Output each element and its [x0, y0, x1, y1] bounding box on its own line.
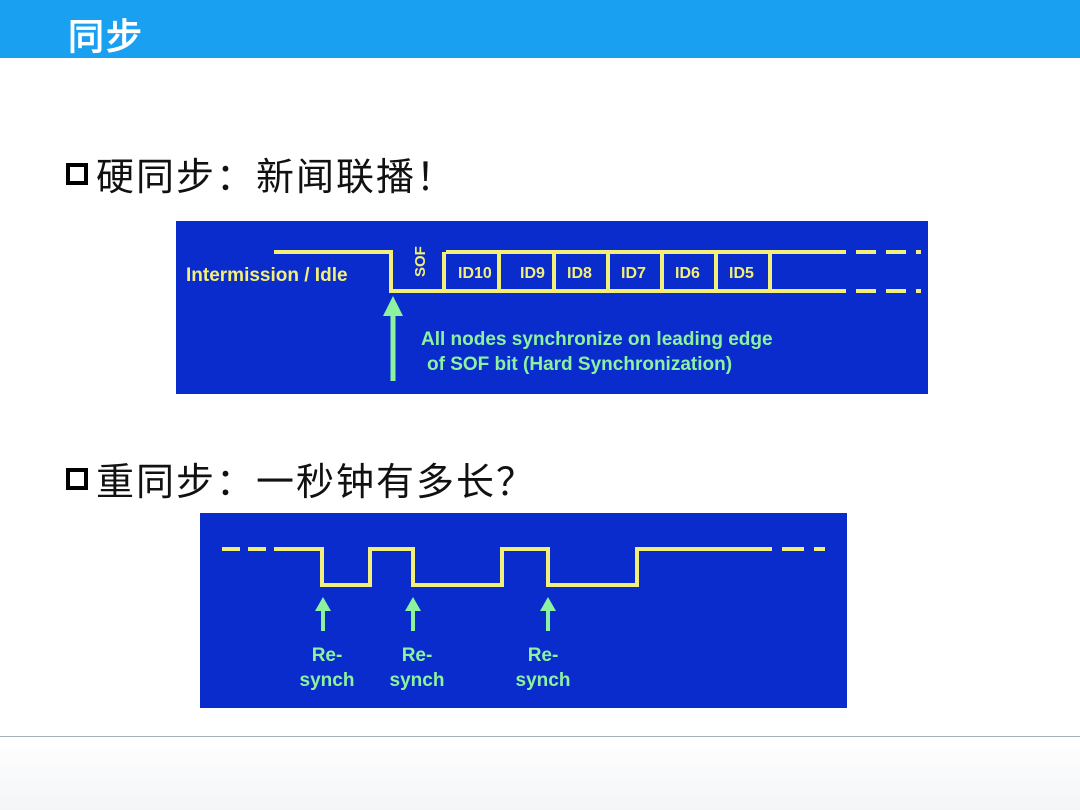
- bullet-text-resync: 重同步：一秒钟有多长？: [96, 460, 537, 504]
- hard-sync-arrow-icon: [383, 296, 403, 381]
- id-field-label: ID7: [621, 265, 646, 282]
- caption-line-2: of SOF bit (Hard Synchronization): [427, 354, 732, 375]
- hard-sync-svg: Intermission / Idle SOF ID10 ID9 ID8 ID7…: [186, 246, 921, 381]
- id-field-label: ID6: [675, 265, 700, 282]
- footer-divider: [0, 736, 1080, 737]
- square-bullet-icon: [66, 162, 88, 185]
- resync-diagram: Re- synch Re- synch Re- synch: [200, 513, 847, 708]
- bullet-resync: 重同步：一秒钟有多长？: [66, 451, 536, 506]
- resync-arrow-icon: [315, 597, 331, 631]
- slide-title: 同步: [68, 17, 145, 58]
- id-field-label: ID9: [520, 265, 545, 282]
- square-bullet-icon: [66, 467, 88, 490]
- resync-signal-line: [278, 547, 750, 587]
- id-field-label: ID5: [729, 265, 754, 282]
- sof-label: SOF: [412, 246, 429, 277]
- resync-svg: Re- synch Re- synch Re- synch: [222, 547, 825, 691]
- resync-label-line2: synch: [390, 670, 445, 691]
- resync-label-line2: synch: [300, 670, 355, 691]
- resync-label-line1: Re-: [312, 645, 343, 666]
- hard-sync-diagram: Intermission / Idle SOF ID10 ID9 ID8 ID7…: [176, 221, 928, 394]
- resync-label-line1: Re-: [402, 645, 433, 666]
- id-field-label: ID10: [458, 265, 492, 282]
- resync-label-line2: synch: [516, 670, 571, 691]
- resync-arrow-icon: [405, 597, 421, 631]
- footer-area: [0, 737, 1080, 810]
- resync-arrow-icon: [540, 597, 556, 631]
- id-field-label: ID8: [567, 265, 592, 282]
- title-bar: 同步: [0, 0, 1080, 58]
- resync-label-line1: Re-: [528, 645, 559, 666]
- bullet-text-hard-sync: 硬同步：新闻联播！: [96, 155, 457, 199]
- idle-signal-line: [274, 250, 441, 293]
- bullet-hard-sync: 硬同步：新闻联播！: [66, 146, 456, 201]
- idle-label: Intermission / Idle: [186, 265, 348, 286]
- caption-line-1: All nodes synchronize on leading edge: [421, 329, 773, 350]
